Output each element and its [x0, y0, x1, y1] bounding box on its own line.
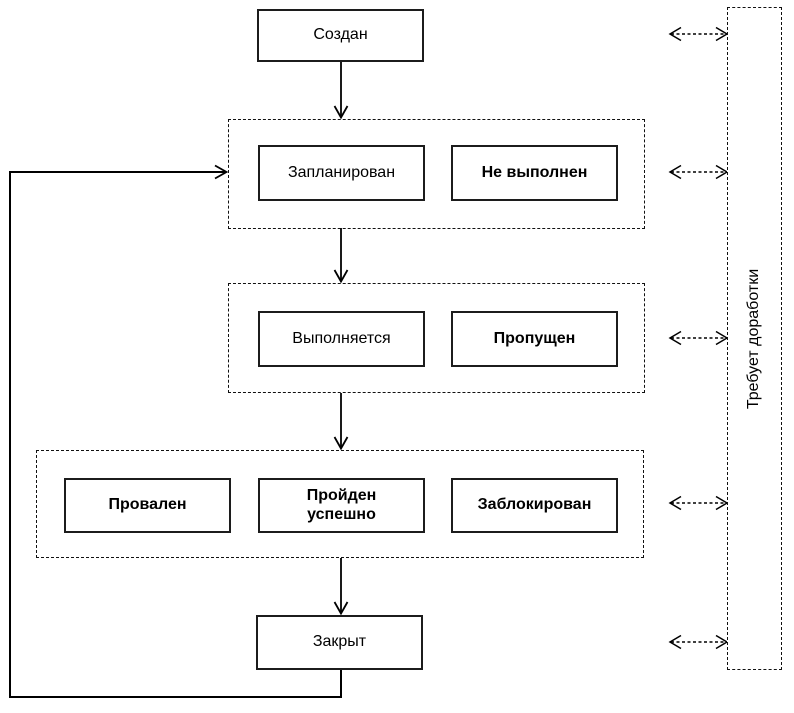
arrow-created-to-stage1	[333, 62, 349, 120]
node-blocked: Заблокирован	[451, 478, 618, 533]
group-stage-executing: Выполняется Пропущен	[228, 283, 645, 393]
arrow-created-rework	[668, 26, 729, 42]
node-planned: Запланирован	[258, 145, 425, 201]
arrow-stage3-to-closed	[333, 558, 349, 616]
arrow-stage1-rework	[668, 164, 729, 180]
node-passed-label: Пройден успешно	[306, 487, 377, 523]
arrow-stage3-rework	[668, 495, 729, 511]
node-created: Создан	[257, 9, 424, 62]
node-needs-rework-label: Требует доработки	[745, 268, 763, 409]
arrow-closed-to-stage1-loop	[9, 164, 342, 698]
node-in-progress: Выполняется	[258, 311, 425, 367]
arrow-closed-rework	[668, 634, 729, 650]
group-stage-result: Провален Пройден успешно Заблокирован	[36, 450, 644, 558]
arrow-stage2-to-stage3	[333, 393, 349, 451]
node-not-executed: Не выполнен	[451, 145, 618, 201]
arrow-stage2-rework	[668, 330, 729, 346]
node-failed: Провален	[64, 478, 231, 533]
node-needs-rework: Требует доработки	[727, 7, 782, 670]
node-closed: Закрыт	[256, 615, 423, 670]
group-stage-planned: Запланирован Не выполнен	[228, 119, 645, 229]
arrow-stage1-to-stage2	[333, 228, 349, 284]
node-skipped: Пропущен	[451, 311, 618, 367]
node-passed: Пройден успешно	[258, 478, 425, 533]
